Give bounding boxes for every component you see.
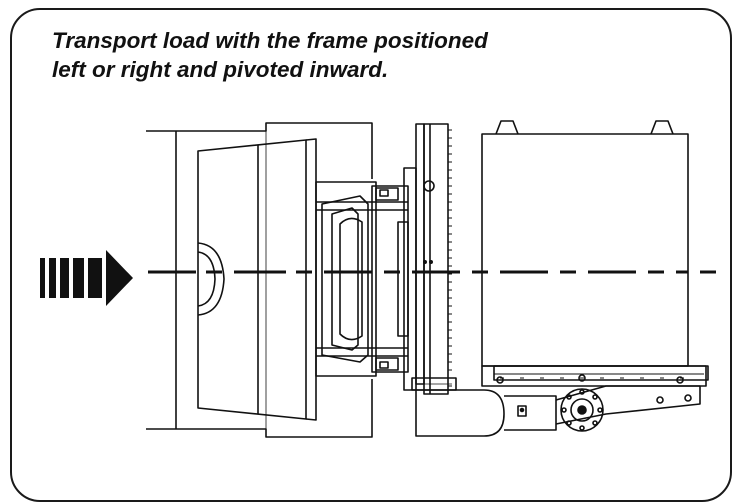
mast-rail bbox=[403, 123, 457, 395]
transport-diagram bbox=[40, 120, 716, 438]
carriage-assembly bbox=[315, 181, 409, 377]
load-box bbox=[481, 120, 709, 387]
caption-line-1: Transport load with the frame positioned bbox=[52, 28, 488, 53]
arrow-right-icon bbox=[40, 250, 133, 306]
pivot-frame bbox=[415, 385, 701, 437]
instruction-caption: Transport load with the frame positioned… bbox=[52, 26, 612, 84]
caption-line-2: left or right and pivoted inward. bbox=[52, 57, 389, 82]
forklift-body bbox=[146, 122, 373, 438]
diagram-panel bbox=[10, 8, 732, 502]
